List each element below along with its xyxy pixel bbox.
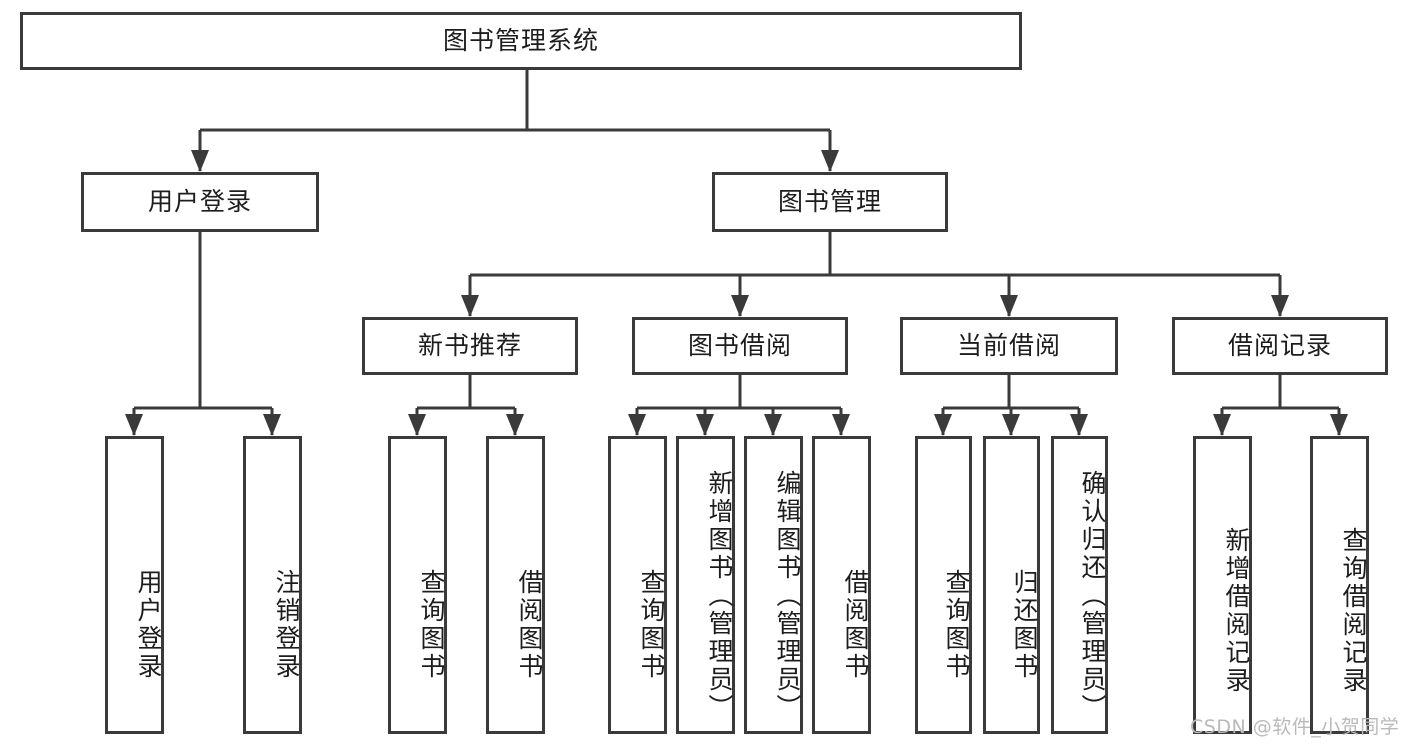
node-user-login[interactable]: 用户登录 <box>81 172 319 232</box>
node-label: 图书借阅 <box>687 331 792 360</box>
node-borrow-record[interactable]: 借阅记录 <box>1172 317 1388 375</box>
node-leaf-edit-book[interactable]: 编辑图书（管理员） <box>744 436 803 734</box>
node-label: 用户登录 <box>147 187 252 216</box>
arrow-head-book-manage-0 <box>461 295 479 317</box>
node-leaf-add-record[interactable]: 新增借阅记录 <box>1193 436 1252 734</box>
arrow-head-book-manage-2 <box>1000 295 1018 317</box>
node-label: 查询图书 <box>417 569 446 681</box>
arrow-head-user-login-0 <box>125 414 143 436</box>
node-leaf-query-book-1[interactable]: 查询图书 <box>388 436 447 734</box>
node-label: 新书推荐 <box>417 331 522 360</box>
watermark-label: CSDN @软件_小贺同学 <box>1190 716 1400 738</box>
node-leaf-borrow-book-1[interactable]: 借阅图书 <box>486 436 545 734</box>
arrow-head-book-borrow-3 <box>832 414 850 436</box>
node-leaf-add-book[interactable]: 新增图书（管理员） <box>676 436 735 734</box>
arrow-head-borrow-record-1 <box>1330 414 1348 436</box>
node-label: 借阅图书 <box>515 569 544 681</box>
node-label: 图书管理 <box>777 187 882 216</box>
arrow-head-current-borrow-1 <box>1002 414 1020 436</box>
arrow-head-new-book-rec-0 <box>408 414 426 436</box>
node-label: 新增图书（管理员） <box>705 470 734 722</box>
node-label: 编辑图书（管理员） <box>773 470 802 722</box>
node-leaf-query-record[interactable]: 查询借阅记录 <box>1310 436 1369 734</box>
node-book-manage[interactable]: 图书管理 <box>712 172 948 232</box>
arrow-head-borrow-record-0 <box>1213 414 1231 436</box>
node-label: 借阅记录 <box>1227 331 1332 360</box>
node-label: 图书管理系统 <box>442 26 599 55</box>
arrow-head-book-manage-1 <box>731 295 749 317</box>
arrow-head-book-borrow-1 <box>696 414 714 436</box>
node-book-borrow[interactable]: 图书借阅 <box>632 317 848 375</box>
arrow-head-root-1 <box>821 150 839 172</box>
arrow-head-book-borrow-2 <box>764 414 782 436</box>
arrow-head-current-borrow-0 <box>934 414 952 436</box>
arrow-head-book-borrow-0 <box>628 414 646 436</box>
node-label: 查询图书 <box>942 569 971 681</box>
node-leaf-borrow-book-2[interactable]: 借阅图书 <box>812 436 871 734</box>
node-leaf-query-book-3[interactable]: 查询图书 <box>915 436 972 734</box>
node-root[interactable]: 图书管理系统 <box>20 12 1022 70</box>
node-current-borrow[interactable]: 当前借阅 <box>900 317 1118 375</box>
node-label: 用户登录 <box>134 569 163 681</box>
node-new-book-rec[interactable]: 新书推荐 <box>362 317 578 375</box>
node-label: 注销登录 <box>272 569 301 681</box>
node-leaf-confirm-return[interactable]: 确认归还（管理员） <box>1051 436 1108 734</box>
node-label: 查询图书 <box>637 569 666 681</box>
node-leaf-query-book-2[interactable]: 查询图书 <box>608 436 667 734</box>
node-label: 新增借阅记录 <box>1222 527 1251 695</box>
node-leaf-user-login[interactable]: 用户登录 <box>105 436 164 734</box>
node-label: 查询借阅记录 <box>1339 527 1368 695</box>
node-label: 归还图书 <box>1010 569 1039 681</box>
arrow-head-book-manage-3 <box>1271 295 1289 317</box>
node-label: 借阅图书 <box>841 569 870 681</box>
arrow-head-user-login-1 <box>263 414 281 436</box>
arrow-head-current-borrow-2 <box>1070 414 1088 436</box>
node-leaf-user-logout[interactable]: 注销登录 <box>243 436 302 734</box>
arrow-head-root-0 <box>191 150 209 172</box>
node-label: 当前借阅 <box>956 331 1061 360</box>
node-label: 确认归还（管理员） <box>1078 470 1107 722</box>
node-leaf-return-book[interactable]: 归还图书 <box>983 436 1040 734</box>
arrow-head-new-book-rec-1 <box>506 414 524 436</box>
